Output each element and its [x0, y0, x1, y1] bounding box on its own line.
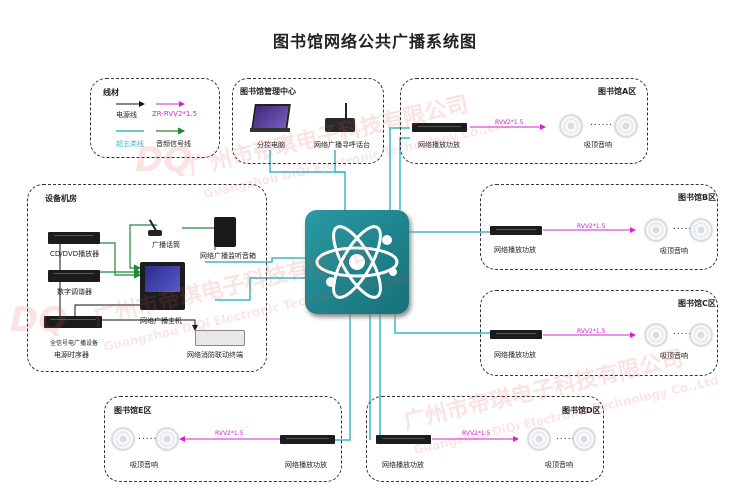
zone-c-panel — [480, 290, 718, 376]
zone-a-speaker-1 — [560, 115, 582, 137]
zone-b-amp-icon — [490, 226, 542, 235]
zone-d-speaker-1 — [528, 428, 550, 450]
laptop-base — [250, 128, 290, 132]
zone-e-amp-label: 网络播放功放 — [285, 461, 327, 469]
zone-a-title: 图书馆A区 — [598, 87, 637, 96]
zone-b-dots: ...... — [673, 222, 697, 232]
zone-a-cable-label: RVV2*1.5 — [495, 119, 524, 126]
zone-b-amp-label: 网络播放功放 — [494, 246, 536, 254]
sequencer-sub-label: 全信号电广播设备 — [50, 340, 99, 347]
mic-label: 广播话筒 — [152, 241, 180, 249]
zone-e-cable-label: RVV2*1.5 — [215, 430, 244, 437]
tuner-label: 数字调谐器 — [57, 288, 92, 296]
legend-cat5: 超五类线 — [116, 140, 144, 148]
dvd-player-icon — [48, 232, 100, 244]
zone-a-panel — [400, 78, 648, 164]
zone-d-cable-label: RVV2*1.5 — [462, 430, 491, 437]
zone-b-speaker-2 — [690, 219, 712, 241]
zone-e-title: 图书馆E区 — [114, 406, 152, 415]
zone-c-amp-icon — [490, 330, 542, 339]
zone-d-dots: ...... — [556, 432, 580, 442]
zone-e-dots: ...... — [138, 432, 162, 442]
zone-a-speaker-label: 吸顶音响 — [584, 141, 612, 149]
mic-base — [148, 230, 162, 236]
zone-d-amp-icon — [376, 435, 431, 444]
zone-a-dots: ...... — [590, 118, 614, 128]
diagram-title: 图书馆网络公共广播系统图 — [272, 32, 477, 51]
paging-mic-icon — [345, 103, 347, 119]
zone-c-dots: ...... — [673, 327, 697, 337]
zone-a-amp-label: 网络播放功放 — [418, 141, 460, 149]
equipment-room-panel — [27, 184, 267, 372]
zone-b-speaker-1 — [645, 219, 667, 241]
zone-c-speaker-label: 吸顶音响 — [660, 352, 688, 360]
sequencer-icon — [44, 316, 102, 328]
zone-e-amp-icon — [280, 435, 335, 444]
legend-panel — [90, 78, 220, 158]
zone-e-speaker-label: 吸顶音响 — [130, 461, 158, 469]
zone-e-speaker-1 — [112, 428, 134, 450]
management-panel — [232, 78, 384, 164]
dvd-label: CD/DVD播放器 — [50, 250, 100, 258]
paging-label: 网络广播寻呼话台 — [314, 141, 370, 149]
zone-b-speaker-label: 吸顶音响 — [660, 247, 688, 255]
laptop-icon — [251, 104, 291, 130]
fire-label: 网络消防联动终端 — [187, 351, 243, 359]
watermark-logo-2: DQ — [10, 300, 68, 340]
zone-b-cable-label: RVV2*1.5 — [577, 223, 606, 230]
management-title: 图书馆管理中心 — [240, 87, 296, 96]
legend-title: 线材 — [103, 88, 119, 97]
zone-c-cable-label: RVV2*1.5 — [577, 328, 606, 335]
pc-label: 分控电脑 — [257, 141, 285, 149]
zone-b-panel — [480, 184, 718, 270]
central-hub — [305, 210, 409, 314]
room-title: 设备机房 — [45, 194, 77, 203]
zone-c-amp-label: 网络播放功放 — [494, 351, 536, 359]
host-screen — [145, 266, 180, 292]
zone-d-title: 图书馆D区 — [562, 406, 601, 415]
zone-e-panel — [104, 396, 342, 482]
legend-rvv: ZR-RVV2*1.5 — [152, 110, 198, 118]
zone-e-speaker-2 — [156, 428, 178, 450]
tuner-icon — [48, 270, 100, 282]
atom-icon — [315, 225, 399, 299]
zone-d-panel — [366, 396, 604, 482]
sequencer-label: 电源时序器 — [54, 351, 89, 359]
zone-c-speaker-2 — [690, 324, 712, 346]
zone-d-amp-label: 网络播放功放 — [382, 461, 424, 469]
host-label: 网络广播主机 — [140, 317, 182, 325]
zone-a-speaker-2 — [615, 115, 637, 137]
legend-audio: 音频信号线 — [156, 140, 191, 148]
zone-c-title: 图书馆C区 — [678, 299, 716, 308]
paging-console-icon — [325, 118, 355, 132]
zone-b-title: 图书馆B区 — [678, 193, 717, 202]
monitor-label: 网络广播监听音箱 — [200, 252, 256, 260]
fire-terminal-icon — [195, 330, 245, 346]
watermark-logo-1: DQ — [135, 140, 193, 180]
legend-power: 电源线 — [116, 111, 137, 119]
zone-c-speaker-1 — [645, 324, 667, 346]
zone-d-speaker-label: 吸顶音响 — [545, 461, 573, 469]
zone-a-amp-icon — [412, 123, 467, 132]
zone-d-speaker-2 — [573, 428, 595, 450]
host-icon — [140, 262, 185, 310]
monitor-speaker-icon — [214, 217, 236, 247]
